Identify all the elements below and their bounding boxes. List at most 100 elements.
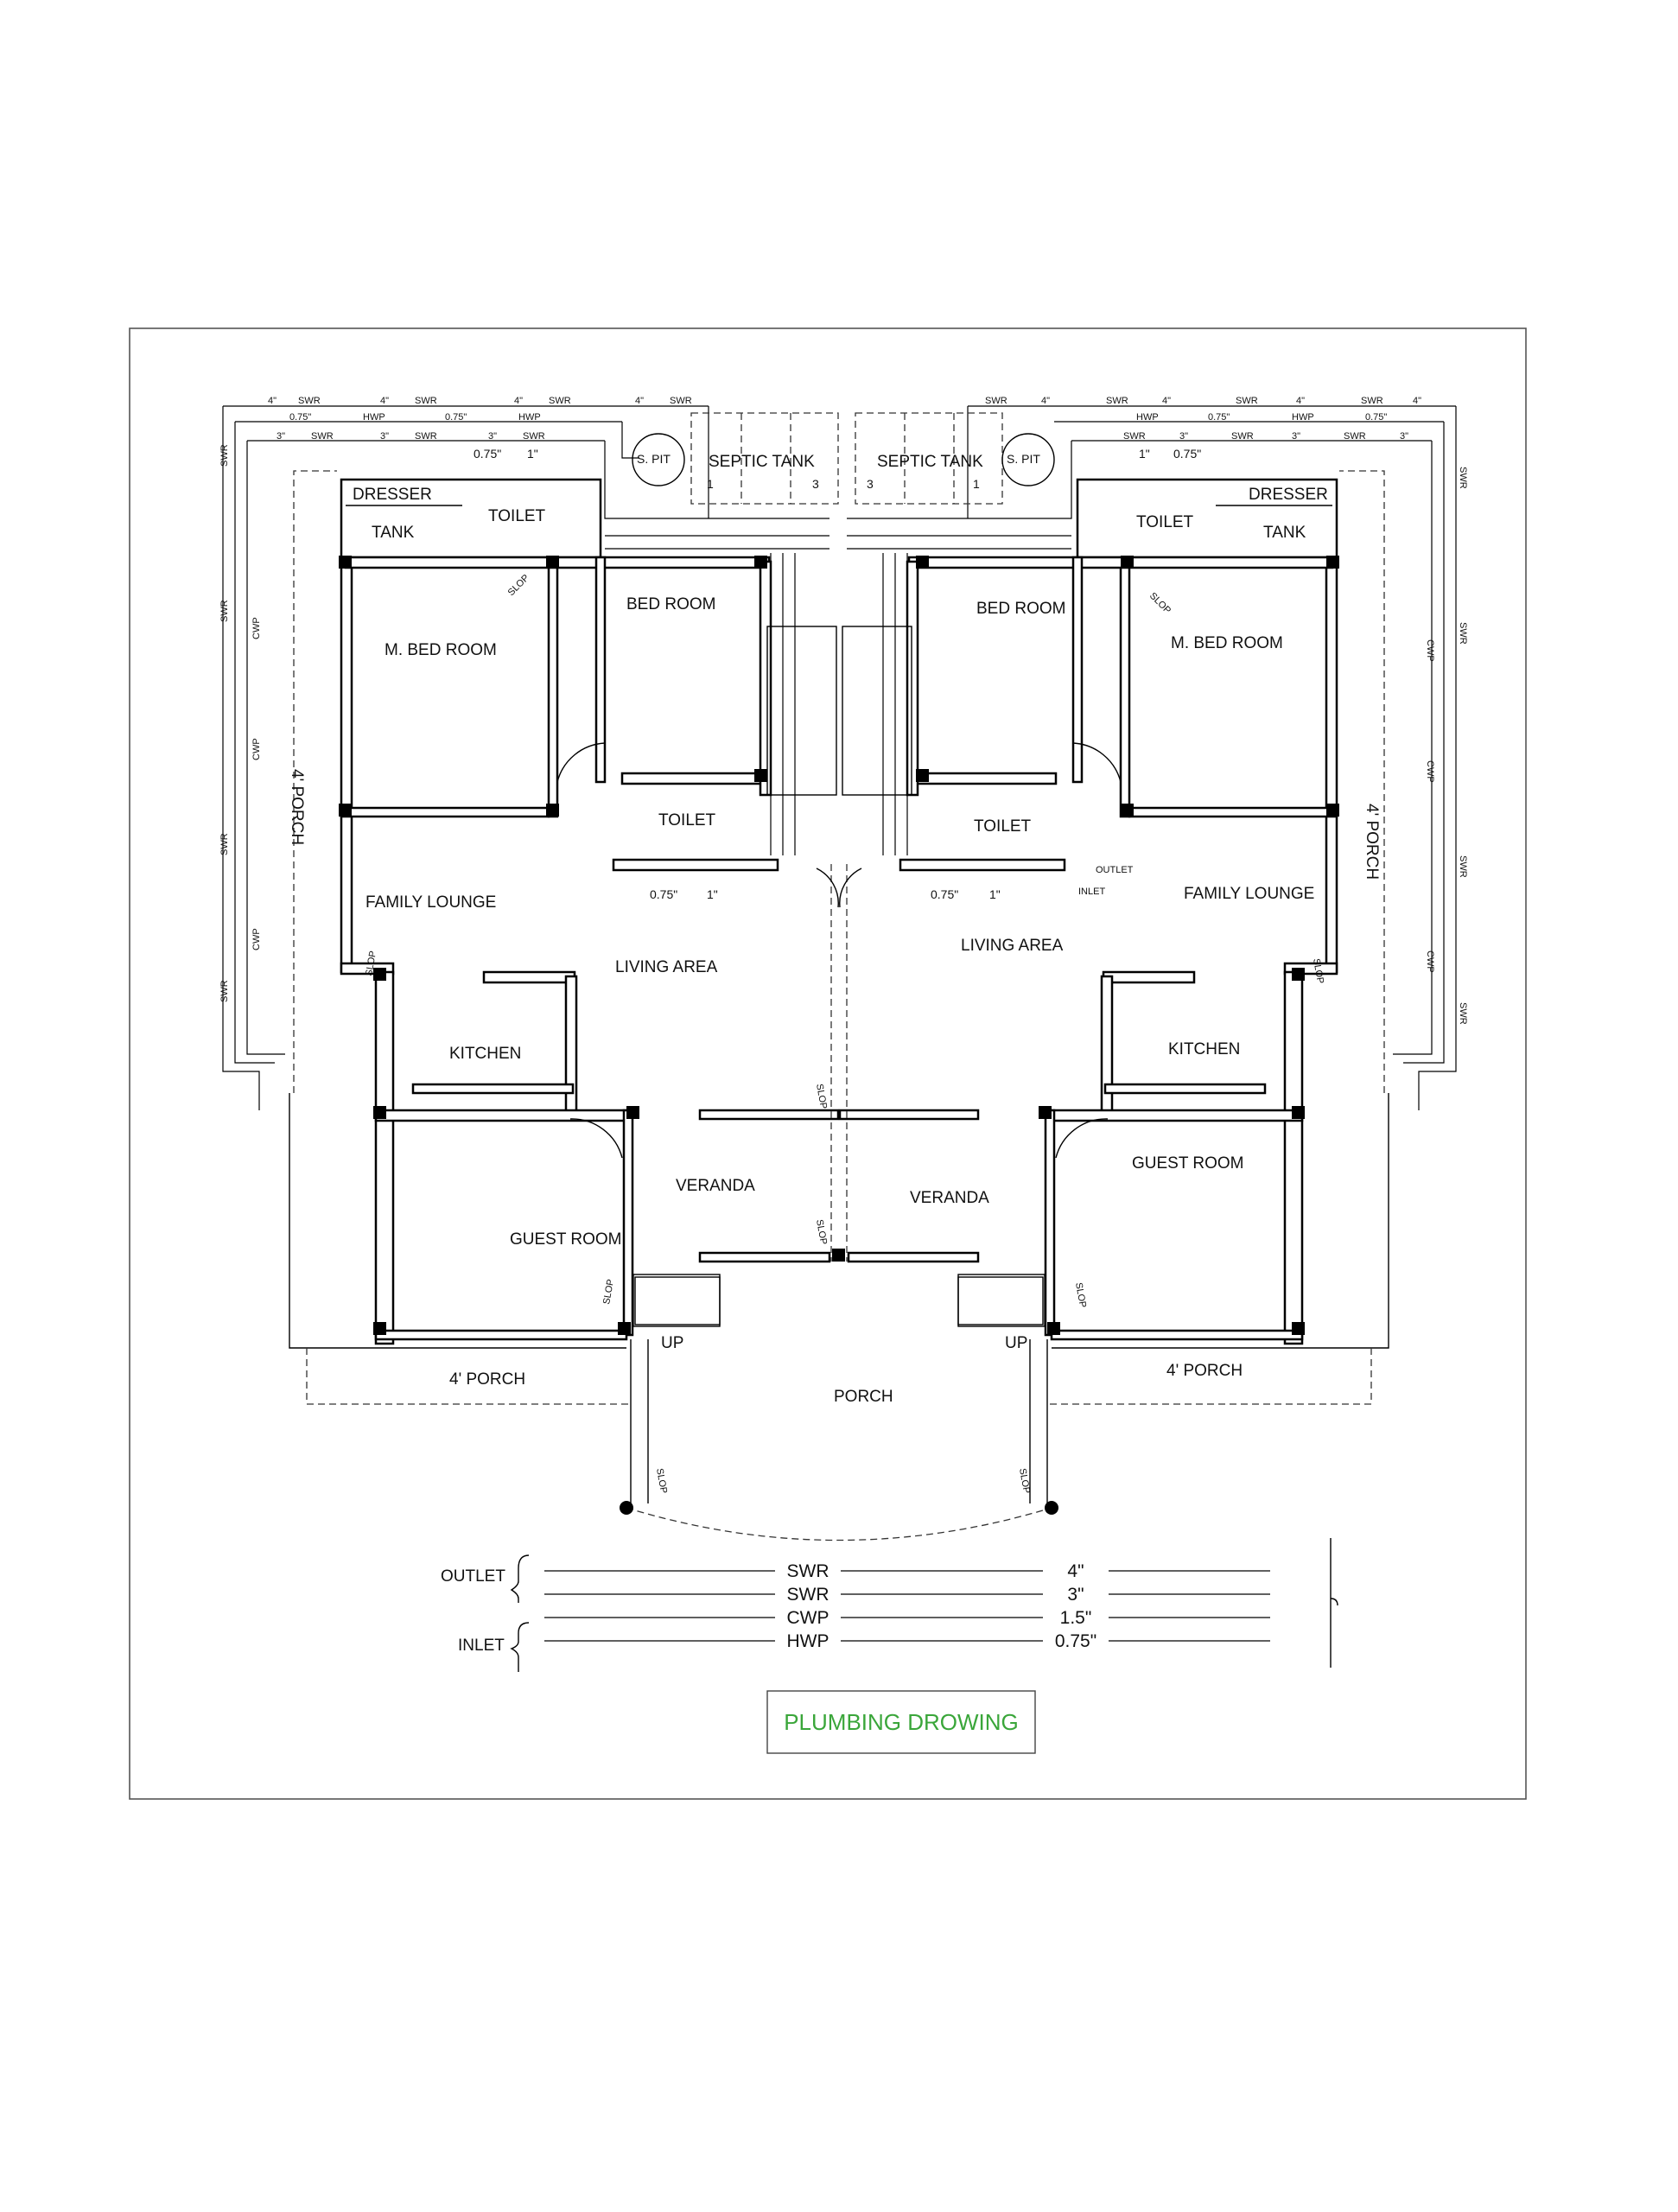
pipe-label: SWR <box>1344 431 1366 442</box>
tank-number-3-left: 3 <box>812 477 819 491</box>
porch-label-center: PORCH <box>834 1388 893 1406</box>
up-label-left: UP <box>661 1334 683 1352</box>
porch-label-right: 4' PORCH <box>1166 1362 1243 1380</box>
pipe-label: 4" <box>1413 396 1421 406</box>
veranda-label-left: VERANDA <box>676 1177 755 1195</box>
pipe-label: CWP <box>1425 950 1435 973</box>
toilet-label-mid-left: TOILET <box>658 811 716 830</box>
toilet-label-mid-right: TOILET <box>974 817 1032 836</box>
slop-label: SLOP <box>814 1083 829 1109</box>
building-walls <box>289 470 1389 1541</box>
pipe-label: 1" <box>989 887 1001 901</box>
legend-type: HWP <box>787 1631 829 1651</box>
pipe-label: SWR <box>1458 1002 1468 1025</box>
inlet-label: INLET <box>1078 887 1105 897</box>
tank-label-right: TANK <box>1263 524 1306 542</box>
pipe-label: SWR <box>219 600 230 622</box>
pipe-label: 3" <box>1179 431 1188 442</box>
side-porch-label-right: 4' PORCH <box>1363 804 1381 880</box>
tank-label-left: TANK <box>372 524 415 542</box>
pipe-label: 3" <box>1400 431 1408 442</box>
pipe-label: 4" <box>1041 396 1050 406</box>
pipe-label: 4" <box>1296 396 1305 406</box>
pipe-label: 1" <box>527 447 538 461</box>
pipe-label: SWR <box>219 980 230 1002</box>
legend-size: 3" <box>1067 1585 1084 1605</box>
pipe-label: SWR <box>415 431 437 442</box>
porch-label-left: 4' PORCH <box>449 1370 525 1389</box>
pipe-label: 0.75" <box>1173 447 1201 461</box>
dresser-label-left: DRESSER <box>353 486 432 504</box>
pipe-label: 3" <box>488 431 497 442</box>
pipe-label: HWP <box>363 412 385 423</box>
slop-label: SLOP <box>1017 1467 1032 1494</box>
pipe-label: 0.75" <box>650 887 677 901</box>
living-area-label-right: LIVING AREA <box>961 937 1064 955</box>
pipe-label: SWR <box>549 396 571 406</box>
legend-label-bg <box>1043 1584 1109 1603</box>
legend-outlet-label: OUTLET <box>441 1567 505 1586</box>
bed-room-label-left: BED ROOM <box>626 595 715 613</box>
side-porch-label-left: 4' PORCH <box>288 769 306 845</box>
pipe-label: SWR <box>1458 467 1468 489</box>
legend-label-bg <box>1043 1630 1109 1649</box>
pipe-label: SWR <box>1106 396 1128 406</box>
guest-room-label-left: GUEST ROOM <box>510 1230 622 1249</box>
pipe-label: 0.75" <box>289 412 311 423</box>
tank-number-1-right: 1 <box>973 477 980 491</box>
pipe-label: SWR <box>298 396 321 406</box>
slop-label: SLOP <box>814 1218 829 1245</box>
toilet-label-top-left: TOILET <box>488 507 546 525</box>
pipe-label: CWP <box>251 617 262 639</box>
pipe-label: 0.75" <box>445 412 467 423</box>
pipe-label: 3" <box>1292 431 1300 442</box>
pipe-label: 4" <box>380 396 389 406</box>
legend-label-bg <box>775 1607 841 1626</box>
legend-size: 4" <box>1067 1561 1084 1581</box>
pipe-label: CWP <box>1425 760 1435 783</box>
legend-label-bg <box>775 1584 841 1603</box>
tank-number-1-left: 1 <box>707 477 714 491</box>
toilet-label-top-right: TOILET <box>1136 513 1194 531</box>
veranda-label-right: VERANDA <box>910 1189 989 1207</box>
pipe-label: 1" <box>707 887 718 901</box>
pipe-label: 0.75" <box>1208 412 1230 423</box>
pipe-label: SWR <box>1458 622 1468 645</box>
septic-tank-label-left: SEPTIC TANK <box>709 453 815 471</box>
legend-label-bg <box>775 1630 841 1649</box>
slop-label: SLOP <box>364 950 378 977</box>
legend-size: 0.75" <box>1055 1631 1096 1651</box>
legend-type: CWP <box>787 1608 829 1628</box>
pipe-label: SWR <box>1361 396 1383 406</box>
pipe-label: SWR <box>219 833 230 855</box>
m-bed-room-label-left: M. BED ROOM <box>385 641 497 659</box>
pipe-label: SWR <box>523 431 545 442</box>
pipe-label: HWP <box>1292 412 1314 423</box>
columns <box>339 556 1339 1335</box>
legend-type: SWR <box>787 1585 829 1605</box>
legend-label-bg <box>1043 1560 1109 1580</box>
pipe-label: 4" <box>1162 396 1171 406</box>
pipe-label: CWP <box>1425 639 1435 662</box>
pipe-label: 4" <box>635 396 644 406</box>
tank-number-3-right: 3 <box>867 477 874 491</box>
pipe-label: SWR <box>415 396 437 406</box>
slop-label: SLOP <box>601 1279 616 1306</box>
pipe-label: HWP <box>518 412 541 423</box>
legend-type: SWR <box>787 1561 829 1581</box>
bed-room-label-right: BED ROOM <box>976 600 1065 618</box>
kitchen-label-left: KITCHEN <box>449 1045 521 1063</box>
pipe-label: 0.75" <box>474 447 501 461</box>
legend-label-bg <box>775 1560 841 1580</box>
pipe-label: SWR <box>311 431 334 442</box>
title-box <box>766 1690 1036 1754</box>
pipe-label: 3" <box>380 431 389 442</box>
outlet-label: OUTLET <box>1096 865 1134 875</box>
pipe-label: 3" <box>276 431 285 442</box>
slop-label: SLOP <box>1147 591 1173 616</box>
pipe-label: CWP <box>251 738 262 760</box>
pipe-label: SWR <box>219 444 230 467</box>
pipe-label: SWR <box>1458 855 1468 878</box>
